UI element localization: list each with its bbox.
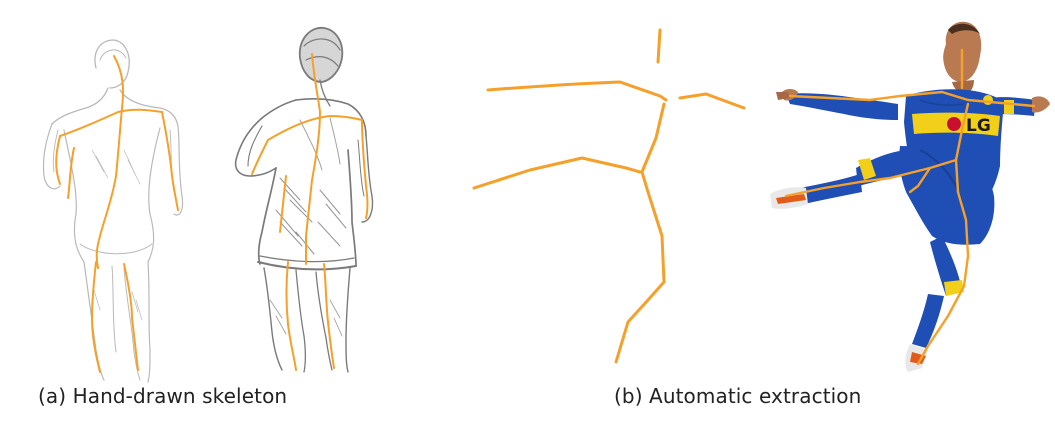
extracted-skeleton — [474, 30, 744, 362]
hand-drawn-skeleton-1 — [56, 56, 178, 372]
club-badge-icon — [983, 95, 993, 105]
sketch-figure-2 — [236, 28, 373, 372]
leg-segment — [616, 282, 664, 362]
jersey-sponsor-text: LG — [966, 116, 991, 136]
player-photo: LG — [770, 22, 1050, 372]
left-arm-segment — [488, 82, 666, 100]
caption-automatic-extraction: (b) Automatic extraction — [614, 384, 861, 408]
sketch-figure-1 — [43, 40, 182, 382]
lower-arm-segment — [474, 158, 640, 188]
head-segment — [658, 30, 660, 62]
caption-hand-drawn-skeleton: (a) Hand-drawn skeleton — [38, 384, 287, 408]
spine-segment — [642, 104, 664, 282]
lg-logo-icon — [947, 117, 961, 131]
hand-drawn-skeleton-2 — [252, 54, 368, 370]
right-arm-segment — [680, 94, 744, 108]
